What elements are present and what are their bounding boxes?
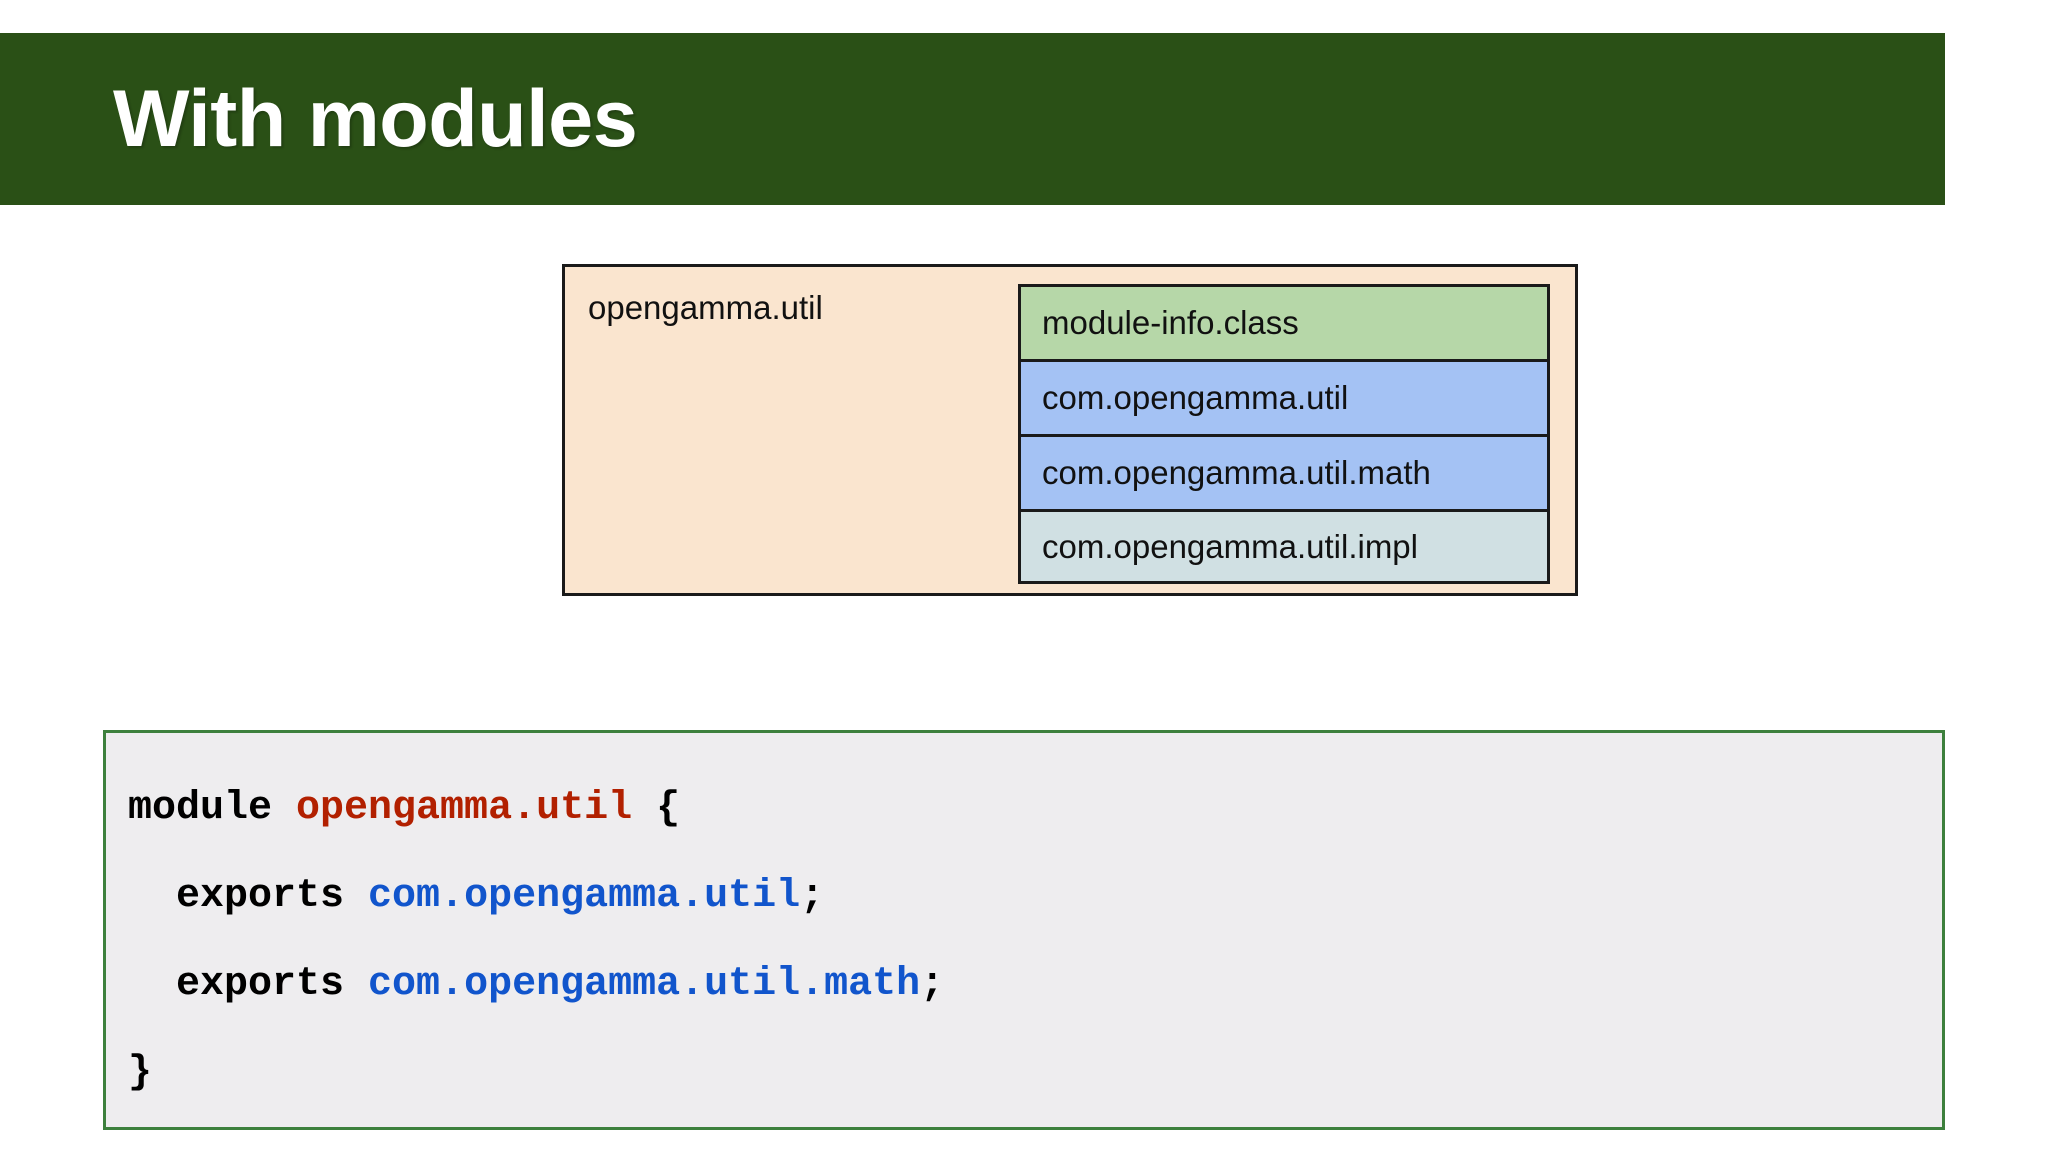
code-token-keyword: exports [128,874,369,919]
code-token-keyword: { [632,786,681,831]
package-entry-label: com.opengamma.util.math [1042,454,1431,491]
slide-title-banner: With modules [0,33,1945,205]
code-token-keyword: exports [128,962,369,1007]
package-entry: com.opengamma.util.impl [1018,509,1550,584]
code-token-keyword: module [128,786,297,831]
package-entry: module-info.class [1018,284,1550,359]
package-entry-label: module-info.class [1042,304,1299,341]
package-list: module-info.class com.opengamma.util com.o… [1018,284,1550,584]
package-entry: com.opengamma.util [1018,359,1550,434]
code-line: module opengamma.util { [128,765,1942,853]
package-entry: com.opengamma.util.math [1018,434,1550,509]
code-line: exports com.opengamma.util; [128,853,1942,941]
code-token-module-name: opengamma.util [296,786,633,831]
code-line: } [128,1029,1942,1117]
page-title: With modules [113,73,638,164]
code-token-keyword: ; [920,962,945,1007]
module-diagram-container: opengamma.util module-info.class com.open… [562,264,1578,596]
package-entry-label: com.opengamma.util.impl [1042,527,1418,565]
code-token-keyword: ; [800,874,825,919]
code-token-package: com.opengamma.util.math [368,962,921,1007]
code-token-package: com.opengamma.util [368,874,801,919]
package-entry-label: com.opengamma.util [1042,379,1349,416]
code-line: exports com.opengamma.util.math; [128,941,1942,1029]
module-name-label: opengamma.util [588,289,823,326]
code-token-keyword: } [128,1050,153,1095]
code-block: module opengamma.util { exports com.open… [103,730,1945,1130]
